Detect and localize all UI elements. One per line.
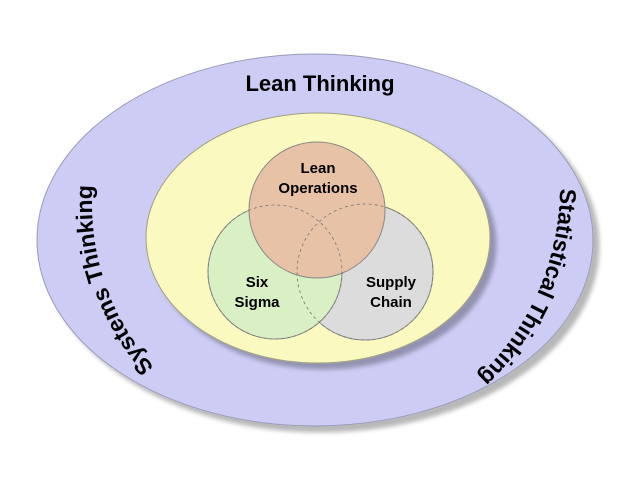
lean-thinking-label: Lean Thinking xyxy=(245,71,394,96)
supply-chain-line2: Chain xyxy=(370,294,412,311)
six-sigma-line2: Sigma xyxy=(234,294,280,311)
lean-operations-line1: Lean xyxy=(300,160,335,177)
circle-outline-six-sigma xyxy=(207,204,343,340)
six-sigma-line1: Six xyxy=(246,274,269,291)
supply-chain-line1: Supply xyxy=(366,274,417,291)
circle-outline-supply-chain xyxy=(296,203,434,341)
lean-operations-line2: Operations xyxy=(278,180,357,197)
